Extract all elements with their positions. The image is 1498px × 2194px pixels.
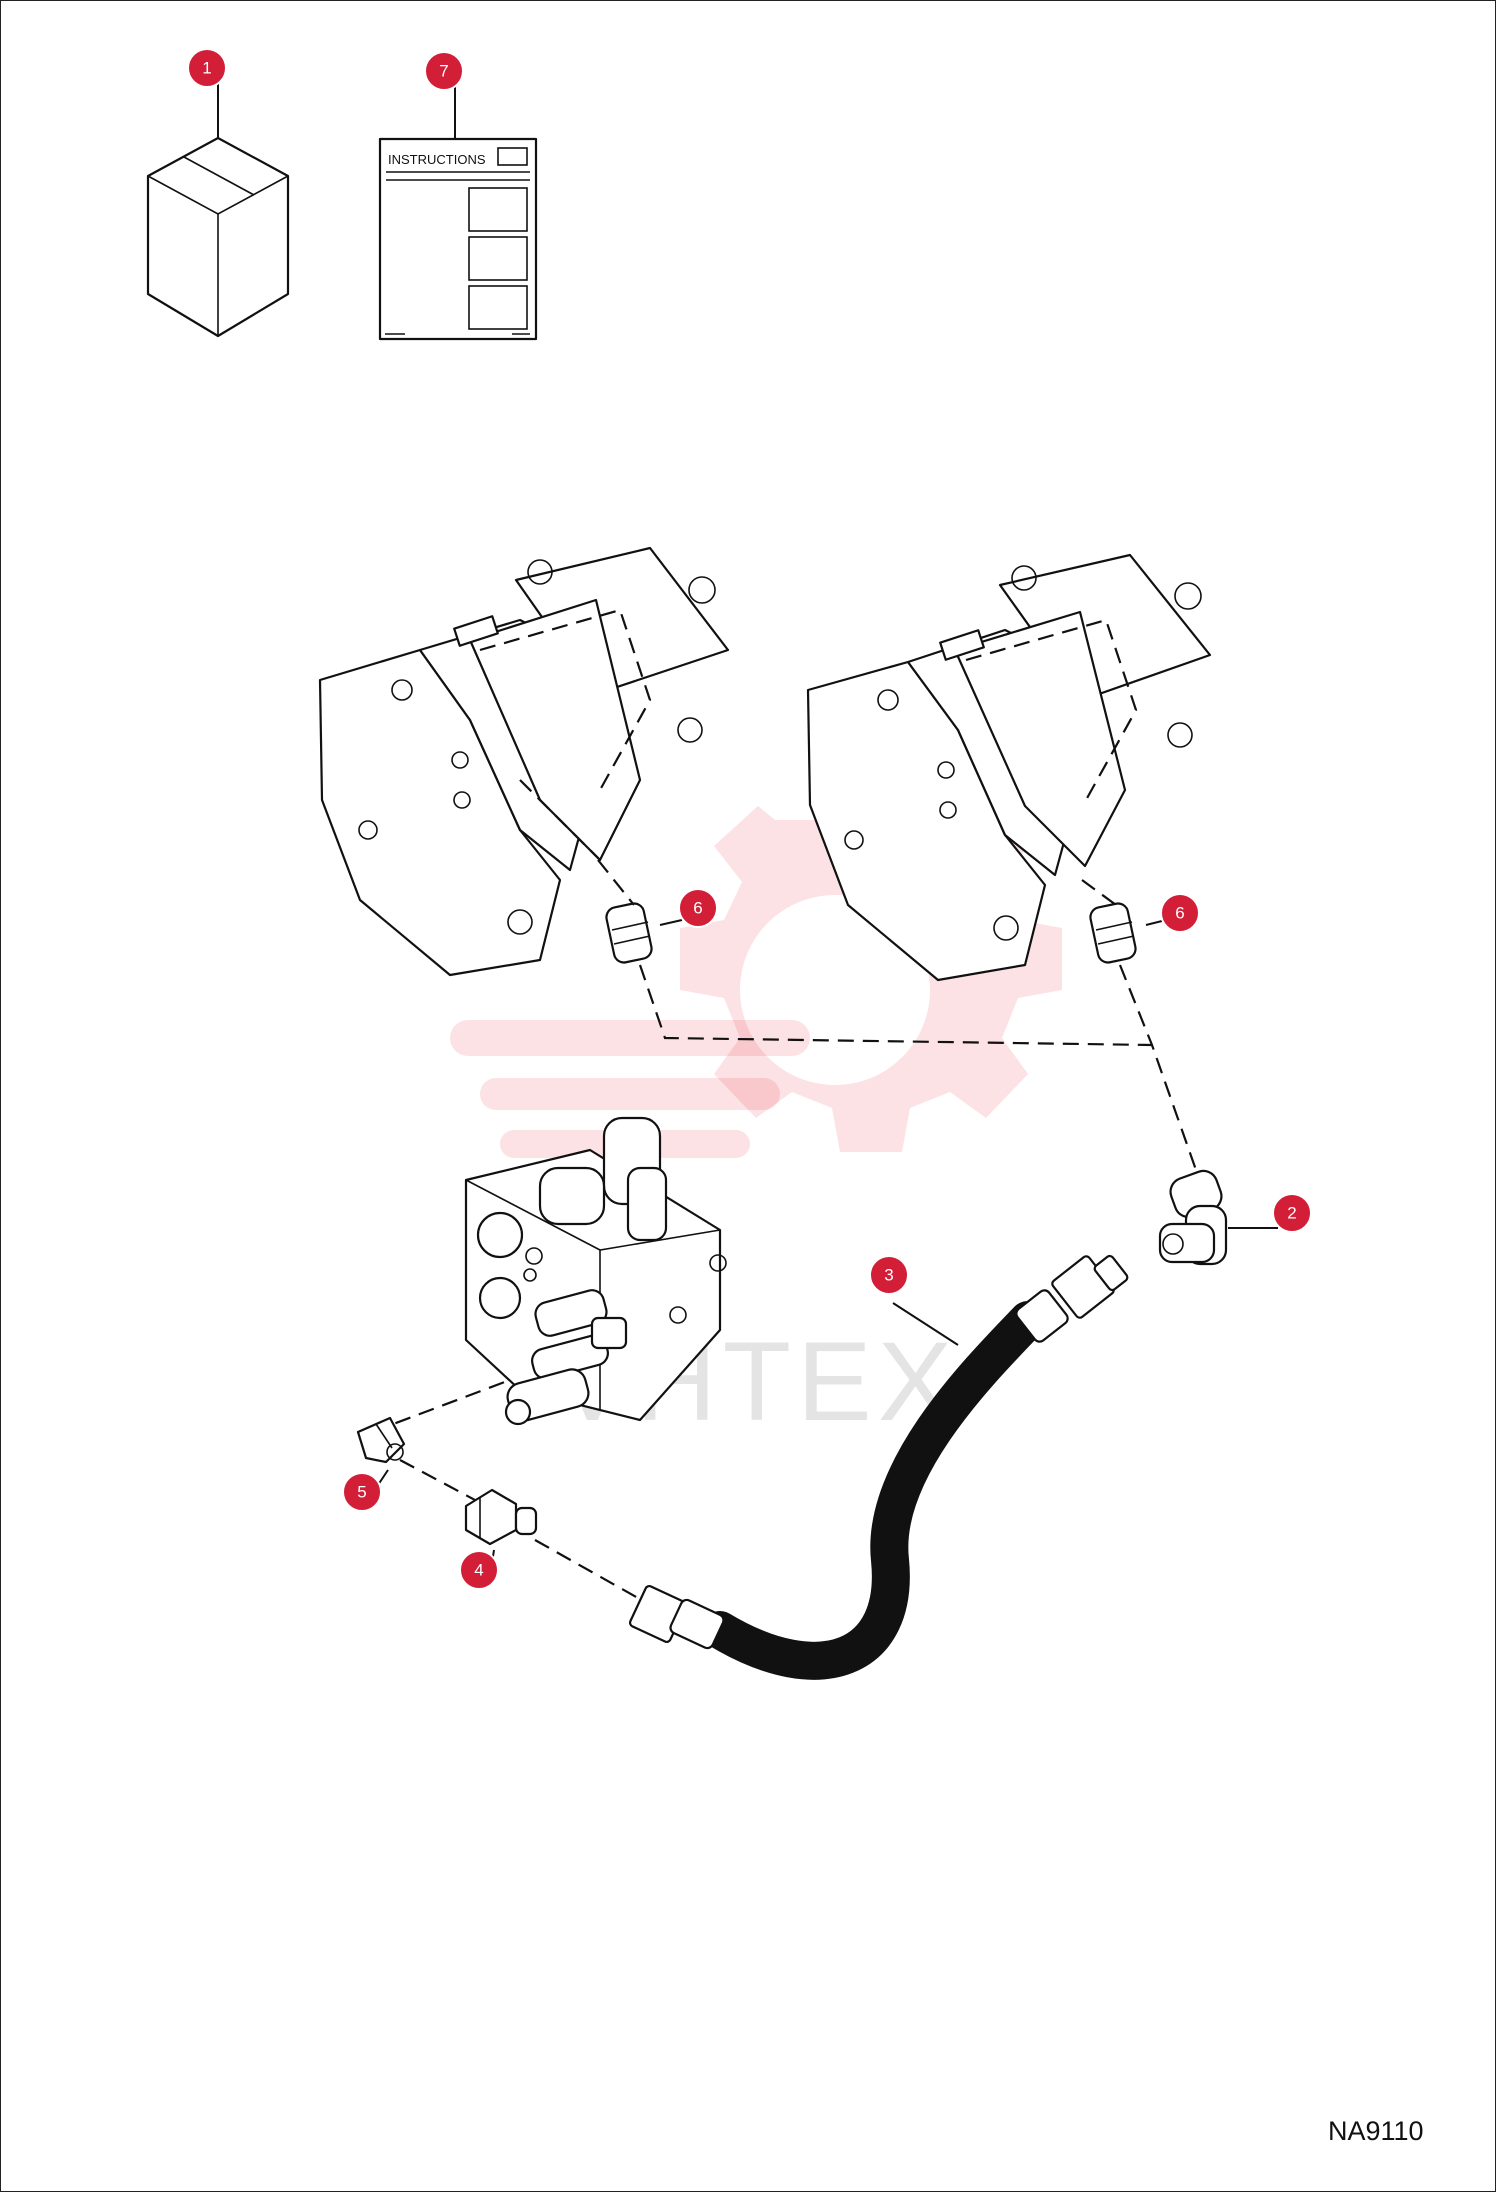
- drawing-code-label: NA9110: [1328, 2116, 1424, 2146]
- svg-text:6: 6: [693, 899, 702, 918]
- callout-2: 2: [1272, 1193, 1312, 1233]
- callout-1: 1: [187, 48, 227, 88]
- callout-5: 5: [342, 1472, 382, 1512]
- valve-block: [464, 1116, 727, 1426]
- hydraulic-hose: [628, 1254, 1129, 1680]
- svg-text:3: 3: [884, 1266, 893, 1285]
- instruction-sheet: INSTRUCTIONS: [378, 82, 538, 341]
- drive-motor-right: [806, 553, 1212, 982]
- callout-6-left: 6: [678, 888, 718, 928]
- callout-3: 3: [869, 1255, 909, 1295]
- valve-elbow-fitting: [356, 1416, 406, 1464]
- kit-box: [146, 82, 290, 338]
- callout-6-right: 6: [1160, 893, 1200, 933]
- instructions-heading: INSTRUCTIONS: [388, 152, 486, 167]
- callout-7: 7: [424, 51, 464, 91]
- svg-text:1: 1: [202, 59, 211, 78]
- fitting-right: [1089, 902, 1137, 964]
- elbow-fitting: [1158, 1169, 1228, 1266]
- adapter-fitting: [464, 1488, 538, 1546]
- callout-4: 4: [459, 1550, 499, 1590]
- svg-text:2: 2: [1287, 1204, 1296, 1223]
- svg-text:6: 6: [1175, 904, 1184, 923]
- svg-text:4: 4: [474, 1561, 483, 1580]
- fitting-left: [605, 902, 653, 964]
- svg-text:7: 7: [439, 62, 448, 81]
- drive-motor-left: [318, 546, 730, 977]
- svg-text:5: 5: [357, 1483, 366, 1502]
